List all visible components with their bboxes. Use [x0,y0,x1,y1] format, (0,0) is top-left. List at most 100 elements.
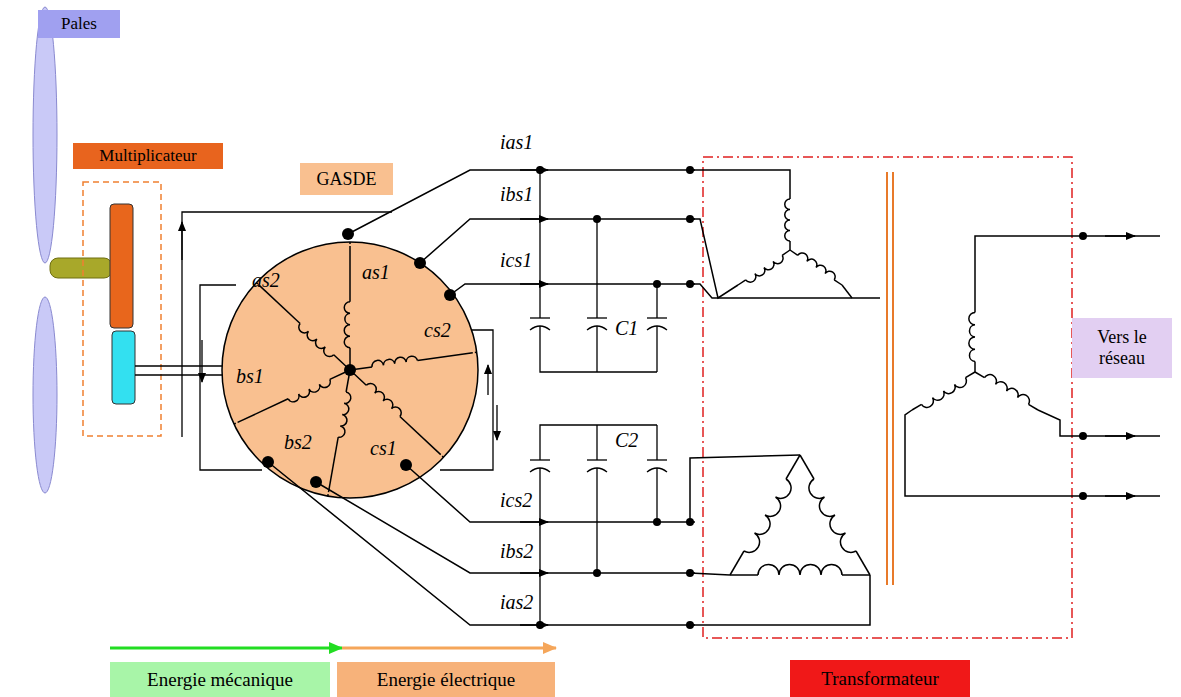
coil [418,353,473,361]
current-label: ics2 [500,490,532,510]
capacitor-label: C1 [615,318,638,338]
generator-body [222,242,478,498]
coil [372,356,417,367]
winding-end [473,351,477,353]
coil [974,302,976,313]
gearbox-label: Multiplicateur [73,143,223,169]
node-text: Energie mécanique [147,669,293,691]
coil [338,392,351,437]
output-arrow [1105,235,1135,237]
winding-end [349,242,351,246]
coil [969,313,975,362]
coil [344,302,350,348]
coil [744,479,791,552]
winding-label: as1 [362,262,390,282]
coil [856,551,870,575]
coil [985,375,1030,405]
winding-label: cs1 [370,438,397,458]
current-label: ias1 [500,132,533,152]
node-text: Pales [61,14,97,34]
coil [790,250,798,255]
transformer-wiring [690,170,1160,625]
energy-label: Energie mécanique [110,662,330,697]
current-label: ics1 [500,250,532,270]
output-arrow [1105,495,1135,497]
shaft [135,365,226,367]
energy-label: Energie électrique [337,662,555,697]
wire [406,465,695,522]
coil [782,250,790,255]
coil [366,383,401,416]
coil [809,479,856,552]
coil [758,565,842,576]
wire [268,462,695,625]
coil [798,253,835,280]
winding-end [441,455,444,458]
winding-label: bs1 [236,366,264,386]
grid-label: Vers le réseau [1072,318,1172,378]
node-text: Vers le réseau [1078,327,1166,368]
current-arrow [520,283,548,285]
winding-label: bs2 [284,432,312,452]
output-arrow [1105,435,1135,437]
wire-arrow [487,365,488,395]
winding-end [327,492,329,496]
wire [316,482,695,573]
transformer-core [892,172,894,585]
coil [975,372,985,378]
coil [730,574,758,576]
gearbox-frame [83,182,161,436]
coil [800,455,814,479]
winding-label: cs2 [424,320,451,340]
current-arrow [520,521,548,523]
energy-arrow [342,647,556,650]
coil [259,285,300,323]
coil [738,280,746,285]
coil [974,362,976,373]
gear-wheel [110,204,133,328]
coil [329,437,339,492]
current-label: ias2 [500,592,533,612]
shaft [135,374,224,376]
coil [238,399,289,423]
neutral-dot [344,364,356,376]
node-text: Transformateur [821,668,939,690]
winding-end [234,422,238,424]
current-label: ibs2 [500,541,533,561]
wire [348,170,695,234]
coil [834,280,842,285]
generator-label: GASDE [300,163,393,195]
coil [966,372,976,378]
coil [785,199,790,241]
transformer-core [886,172,888,585]
junction-dots [262,166,1087,629]
coil [400,417,441,455]
wire-arrow [496,405,497,440]
energy-arrow [110,647,342,650]
wire [420,219,695,263]
transformer-frame [703,157,1072,638]
coil [349,246,351,302]
blade-label: Pales [38,10,120,38]
coil [912,404,922,410]
wire-arrow [201,340,202,382]
current-label: ibs1 [500,184,533,204]
node-text: Multiplicateur [99,146,196,166]
coil [786,455,800,479]
coil [746,255,783,282]
wire-arrow [181,222,182,260]
coil [1029,404,1039,410]
hub-shaft [50,258,112,278]
coil [789,241,791,250]
coil [299,324,334,357]
coil [922,378,967,408]
blade [33,7,57,263]
transformer-label: Transformateur [790,660,970,697]
transformer-windings [730,190,1038,575]
capacitor-bank [530,170,667,372]
coil [789,190,791,199]
capacitor-label: C2 [615,430,638,450]
winding-label: as2 [252,270,280,290]
